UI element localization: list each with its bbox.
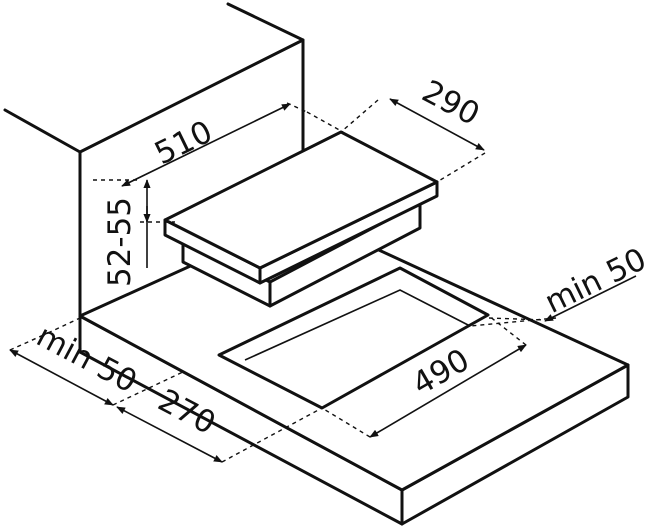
label-290: 290	[416, 73, 485, 133]
dim-line-290	[389, 98, 485, 151]
label-52-55: 52-55	[102, 197, 138, 287]
worktop-cutout	[217, 266, 490, 410]
dim-line-490	[369, 344, 527, 438]
dimension-lines	[9, 98, 637, 463]
label-min50-right: min 50	[539, 241, 650, 321]
hob-unit	[163, 130, 439, 308]
dim-line-510	[121, 103, 291, 187]
dim-line-min50-front	[9, 349, 114, 406]
dim-line-270	[116, 406, 223, 463]
label-510: 510	[149, 114, 218, 172]
dim-line-min50-right	[544, 275, 637, 322]
extension-lines	[9, 99, 557, 463]
